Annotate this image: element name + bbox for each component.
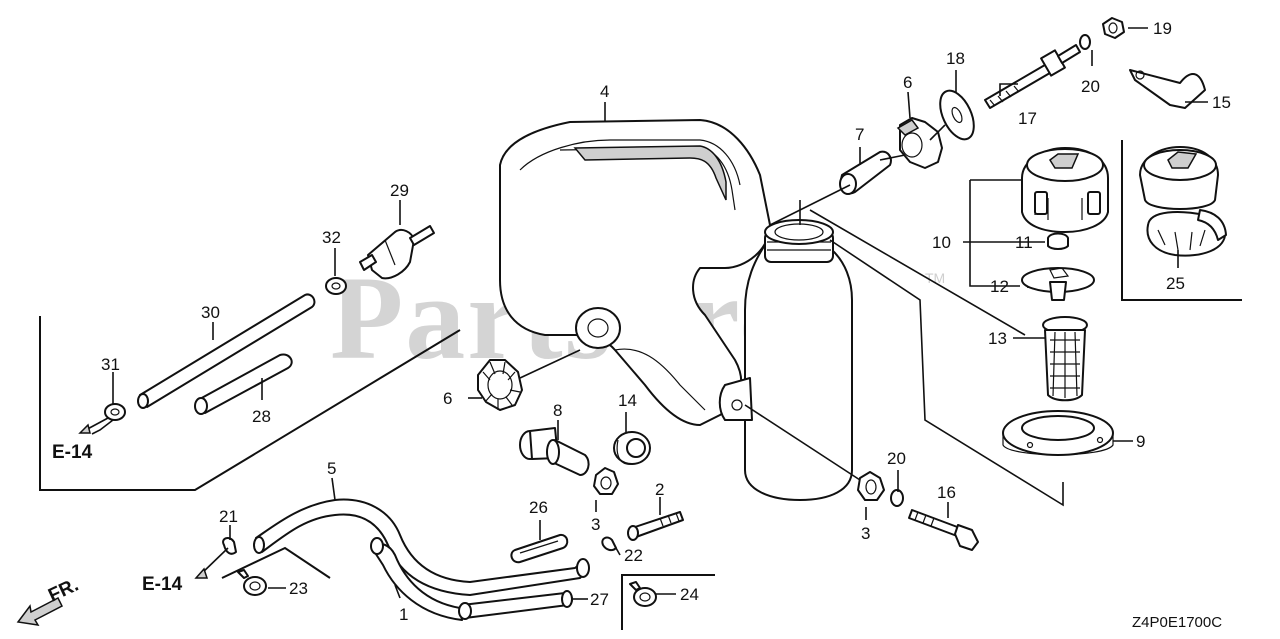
callout-9: 9	[1136, 432, 1145, 451]
tube-30[interactable]	[137, 293, 316, 409]
washer-20-upper[interactable]	[1079, 34, 1091, 50]
callout-16: 16	[937, 483, 956, 502]
clip-24[interactable]	[629, 581, 657, 607]
callout-10: 10	[932, 233, 951, 252]
callout-24: 24	[680, 585, 699, 604]
callout-12: 12	[990, 277, 1009, 296]
strainer-13[interactable]	[1042, 316, 1088, 402]
inset-box-left	[39, 316, 461, 491]
clip-31[interactable]	[104, 403, 126, 421]
callout-11: 11	[1015, 233, 1033, 252]
callout-6-upper: 6	[903, 73, 912, 92]
callout-28: 28	[252, 407, 271, 426]
grommet-lower[interactable]	[477, 359, 523, 411]
leader-lines	[91, 27, 1208, 600]
grommet-3-left[interactable]	[593, 467, 619, 495]
grommet-14[interactable]	[613, 431, 651, 465]
fuel-tank[interactable]	[499, 119, 853, 501]
callout-30: 30	[201, 303, 220, 322]
callout-19: 19	[1153, 19, 1172, 38]
callout-20-lower: 20	[887, 449, 906, 468]
bolt-2[interactable]	[627, 511, 684, 541]
tube-28[interactable]	[194, 353, 293, 415]
grommet-upper[interactable]	[896, 117, 943, 169]
clip-22[interactable]	[601, 536, 617, 552]
callout-23: 23	[289, 579, 308, 598]
callout-31: 31	[101, 355, 120, 374]
fuel-cap[interactable]	[1021, 147, 1109, 233]
callout-27: 27	[590, 590, 609, 609]
grommet-3-right[interactable]	[857, 471, 885, 501]
tube-26[interactable]	[510, 533, 569, 564]
fuel-joint-8[interactable]	[519, 427, 590, 476]
fuel-filter-29[interactable]	[359, 225, 435, 280]
clip-32[interactable]	[325, 277, 347, 295]
hose-5[interactable]	[253, 498, 590, 596]
washer-18[interactable]	[933, 86, 980, 145]
clip-23[interactable]	[237, 569, 267, 596]
callout-4: 4	[600, 82, 609, 101]
diagram-code: Z4P0E1700C	[1132, 614, 1222, 631]
nut-19[interactable]	[1102, 17, 1125, 39]
callout-21: 21	[219, 507, 238, 526]
vent-11[interactable]	[1047, 232, 1069, 250]
fuel-cap-alt-25[interactable]	[1139, 146, 1227, 257]
callout-5: 5	[327, 459, 336, 478]
plate-12[interactable]	[1021, 267, 1095, 301]
callout-2: 2	[655, 480, 664, 499]
callout-22: 22	[624, 546, 643, 565]
callout-29: 29	[390, 181, 409, 200]
bolt-16[interactable]	[908, 509, 979, 551]
inset-box-bottom-left	[221, 546, 331, 579]
callout-30-32: 32	[322, 228, 341, 247]
callout-8: 8	[553, 401, 562, 420]
callout-1: 1	[399, 605, 408, 624]
callout-25: 25	[1166, 274, 1185, 293]
bracket-15[interactable]	[1129, 69, 1206, 109]
collar-7[interactable]	[839, 150, 892, 195]
callout-14: 14	[618, 391, 637, 410]
front-arrow: FR.	[16, 575, 82, 626]
arrow-head-left	[78, 423, 91, 434]
ref-label-left[interactable]: E-14	[52, 442, 93, 463]
hose-27[interactable]	[458, 590, 573, 620]
ring-9[interactable]	[1002, 410, 1114, 456]
callout-20-upper: 20	[1081, 77, 1100, 96]
callout-18: 18	[946, 49, 965, 68]
callout-3-left: 3	[591, 515, 600, 534]
arrow-head-bottom	[194, 567, 209, 579]
callout-7: 7	[855, 125, 864, 144]
inset-box-bottom	[621, 574, 715, 630]
callout-17: 17	[1018, 109, 1037, 128]
washer-20-lower[interactable]	[890, 489, 904, 507]
stud-bolt-17[interactable]	[984, 44, 1081, 109]
callout-3-right: 3	[861, 524, 870, 543]
ref-label-bottom[interactable]: E-14	[142, 574, 183, 595]
inset-box-25	[1121, 140, 1242, 301]
callout-15: 15	[1212, 93, 1231, 112]
trademark: TM	[925, 270, 945, 286]
callout-13: 13	[988, 329, 1007, 348]
hose-1[interactable]	[370, 537, 463, 621]
callout-numbers: 1 2 3 3 4 5 6 6 7 8 9 10 11 12 13 14 15 …	[101, 19, 1231, 624]
group-bracket	[969, 179, 1045, 287]
callout-6-lower: 6	[443, 389, 452, 408]
callout-26: 26	[529, 498, 548, 517]
